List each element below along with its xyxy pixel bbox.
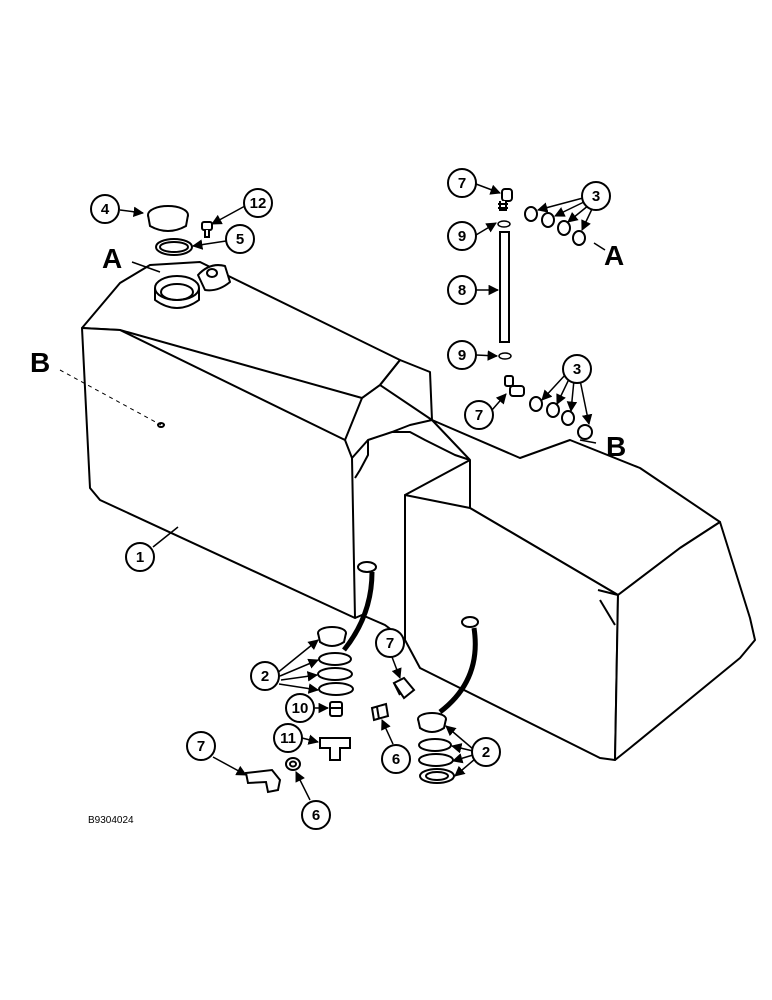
grommet-right-part xyxy=(417,712,455,784)
b-reference-line xyxy=(59,369,162,426)
callout-label: 5 xyxy=(236,231,244,248)
tee-part xyxy=(319,737,351,761)
callout-label: 11 xyxy=(280,730,296,747)
callout-tube: 8 xyxy=(447,275,477,305)
elbow-top-part xyxy=(498,188,513,211)
elbow-center-part xyxy=(392,676,416,700)
callout-tank: 1 xyxy=(125,542,155,572)
clamp-upper-part xyxy=(497,220,511,228)
callout-label: 9 xyxy=(458,347,466,364)
callout-label: 3 xyxy=(573,361,581,378)
callout-label: 8 xyxy=(458,282,466,299)
callout-label: 6 xyxy=(312,807,320,824)
ref-letter-a-top: A xyxy=(102,243,122,274)
callout-vent: 12 xyxy=(243,188,273,218)
tank-right-front xyxy=(404,494,619,761)
vent-fitting xyxy=(201,221,213,238)
leader-lines xyxy=(119,183,606,801)
callout-elbow-lower: 7 xyxy=(186,731,216,761)
left-hose-line xyxy=(342,571,375,652)
nuts-lower-part xyxy=(529,396,593,440)
callout-elbow-mid: 7 xyxy=(464,400,494,430)
ref-letter-b-right: B xyxy=(606,431,626,462)
filler-neck xyxy=(154,275,200,301)
callout-nuts-lower: 3 xyxy=(562,354,592,384)
callout-label: 9 xyxy=(458,228,466,245)
connector-part xyxy=(329,701,343,717)
callout-cap: 4 xyxy=(90,194,120,224)
tank-left-front xyxy=(81,327,356,619)
callout-label: 7 xyxy=(475,407,483,424)
figure-id: B9304024 xyxy=(88,815,134,826)
ref-letter-a-right: A xyxy=(604,240,624,271)
cap-gasket xyxy=(155,238,193,256)
filler-cap xyxy=(147,205,189,232)
callout-label: 2 xyxy=(482,744,490,761)
callout-label: 7 xyxy=(386,635,394,652)
callout-plug-center: 6 xyxy=(381,744,411,774)
callout-nuts-upper: 3 xyxy=(581,181,611,211)
right-hose-line xyxy=(438,627,478,714)
ref-letter-b-left: B xyxy=(30,347,50,378)
callout-gasket: 5 xyxy=(225,224,255,254)
fuel-tank xyxy=(81,261,756,761)
callout-label: 6 xyxy=(392,751,400,768)
callout-label: 7 xyxy=(458,175,466,192)
elbow-mid-part xyxy=(504,375,525,397)
callout-label: 2 xyxy=(261,668,269,685)
tank-right-side xyxy=(614,521,756,761)
callout-label: 12 xyxy=(250,195,267,212)
callout-label: 1 xyxy=(136,549,144,566)
elbow-lower-part xyxy=(244,768,282,794)
callout-grommet-right: 2 xyxy=(471,737,501,767)
callout-connector: 10 xyxy=(285,693,315,723)
callout-label: 4 xyxy=(101,201,110,218)
plug-lower-part xyxy=(285,757,301,771)
plug-center-part xyxy=(370,702,390,722)
callout-grommet-left: 2 xyxy=(250,661,280,691)
callout-elbow-top: 7 xyxy=(447,168,477,198)
callout-elbow-center: 7 xyxy=(375,628,405,658)
grommet-left-part xyxy=(317,626,354,696)
nuts-upper-part xyxy=(524,206,586,246)
callout-plug-lower: 6 xyxy=(301,800,331,830)
tube-part xyxy=(499,231,510,343)
callout-clamp-lower: 9 xyxy=(447,340,477,370)
clamp-lower-part xyxy=(498,352,512,360)
callout-clamp-upper: 9 xyxy=(447,221,477,251)
callout-label: 3 xyxy=(592,188,600,205)
callout-label: 7 xyxy=(197,738,205,755)
callout-label: 10 xyxy=(292,700,309,717)
callout-tee: 11 xyxy=(273,723,303,753)
